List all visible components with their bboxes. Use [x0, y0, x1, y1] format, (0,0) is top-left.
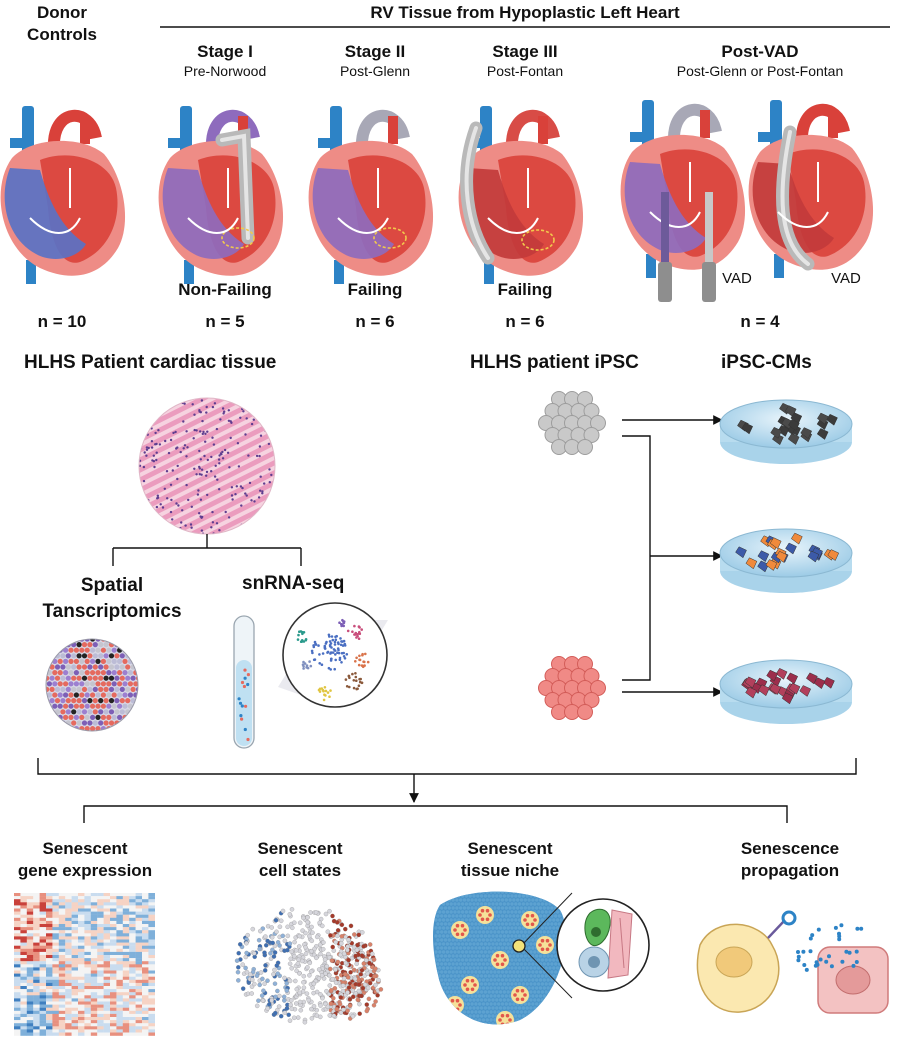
donor-title-line2: Controls	[27, 25, 97, 44]
spatial-hex-circle	[45, 638, 139, 732]
spatial-line2: Tanscriptomics	[42, 601, 182, 622]
heart-stage1	[158, 106, 284, 284]
heart-stage3	[458, 106, 584, 284]
stage1-title: Stage I	[197, 42, 253, 61]
panel-tissue-niche-title: Senescent tissue niche	[425, 838, 595, 882]
postvad-title: Post-VAD	[721, 42, 799, 61]
vad-label-2: VAD	[831, 270, 861, 287]
cell-states-umap	[234, 907, 384, 1025]
panel2-line1: Senescent	[257, 839, 343, 858]
donor-title: Donor Controls	[8, 2, 116, 46]
heart-postvad-2	[748, 100, 874, 278]
panel-cell-states-title: Senescent cell states	[215, 838, 385, 882]
merge-bracket	[37, 758, 857, 775]
heart-donor	[0, 106, 126, 284]
dish-hlhs	[719, 659, 853, 724]
dish-mixed	[719, 528, 853, 593]
gene-expression-heatmap	[14, 893, 155, 1036]
tissue-title: HLHS Patient cardiac tissue	[24, 352, 277, 373]
ipsc-title: HLHS patient iPSC	[470, 352, 639, 373]
panel1-line2: gene expression	[17, 861, 153, 880]
ipsccm-title: iPSC-CMs	[721, 352, 812, 373]
stage3-title: Stage III	[492, 42, 558, 61]
rv-tissue-title: RV Tissue from Hypoplastic Left Heart	[370, 3, 680, 22]
stage1-status: Non-Failing	[178, 280, 272, 299]
vad-label-1: VAD	[722, 270, 752, 287]
panel-propagation-title: Senescence propagation	[705, 838, 875, 882]
tissue-niche-map	[433, 891, 650, 1025]
spatial-title: Spatial Tanscriptomics	[22, 573, 202, 625]
ipsc-cluster-gray	[538, 391, 606, 455]
stage3-subtitle: Post-Fontan	[486, 63, 564, 79]
panel4-line2: propagation	[740, 861, 840, 880]
stage2-subtitle: Post-Glenn	[339, 63, 411, 79]
stage1-n: n = 5	[205, 312, 245, 331]
stage2-status: Failing	[347, 280, 403, 299]
heart-stage2	[308, 106, 434, 284]
snrna-title: snRNA-seq	[242, 573, 345, 594]
output-bracket	[83, 805, 788, 823]
panel3-line1: Senescent	[467, 839, 553, 858]
heart-illustrations	[0, 100, 874, 302]
stage3-n: n = 6	[505, 312, 545, 331]
panel4-line1: Senescence	[740, 839, 840, 858]
arrow-branch-connector	[622, 435, 651, 681]
stage1-subtitle: Pre-Norwood	[183, 63, 267, 79]
panel-gene-expression-title: Senescent gene expression	[0, 838, 170, 882]
stage2-title: Stage II	[344, 42, 406, 61]
donor-title-line1: Donor	[36, 3, 88, 22]
tissue-branch-connector	[112, 534, 302, 566]
stage2-n: n = 6	[355, 312, 395, 331]
panel1-line1: Senescent	[42, 839, 128, 858]
ipsc-cluster-red	[538, 656, 606, 720]
postvad-subtitle: Post-Glenn or Post-Fontan	[676, 63, 844, 79]
panel3-line2: tissue niche	[460, 861, 560, 880]
senescence-propagation-cells	[696, 910, 889, 1014]
histology-circle	[138, 397, 276, 535]
petri-dishes	[719, 399, 853, 724]
dish-control	[719, 399, 853, 464]
postvad-n: n = 4	[740, 312, 780, 331]
donor-n: n = 10	[37, 312, 87, 331]
stage3-status: Failing	[497, 280, 553, 299]
panel2-line2: cell states	[258, 861, 342, 880]
spatial-line1: Spatial	[80, 575, 144, 596]
heart-postvad-1	[620, 100, 746, 302]
umap-circle	[282, 602, 388, 708]
